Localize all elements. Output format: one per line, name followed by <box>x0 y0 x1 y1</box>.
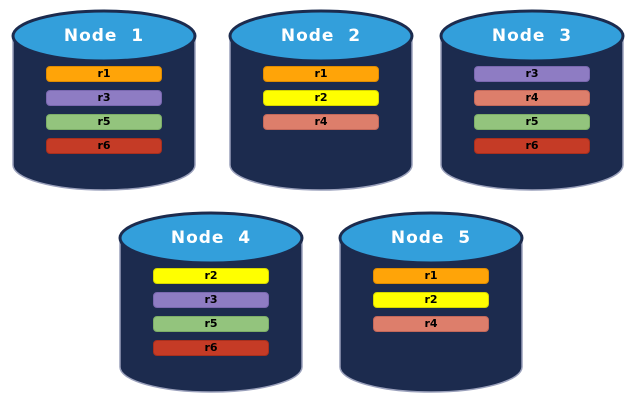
node-1: Node 1 r1 r3 r5 r6 <box>11 8 197 192</box>
replica-bar-r4: r4 <box>373 316 489 332</box>
replica-bar-r3: r3 <box>153 292 269 308</box>
replica-bar-r2: r2 <box>373 292 489 308</box>
cylinder-top-ellipse <box>228 9 414 63</box>
replica-bar-list: r1 r3 r5 r6 <box>46 66 162 162</box>
node-label: Node 4 <box>170 228 252 248</box>
node-3: Node 3 r3 r4 r5 r6 <box>439 8 625 192</box>
replica-bar-r4: r4 <box>474 90 590 106</box>
cylinder-top-ellipse <box>118 211 304 265</box>
node-4: Node 4 r2 r3 r5 r6 <box>118 210 304 394</box>
cylinder-top-ellipse <box>11 9 197 63</box>
replica-bar-list: r2 r3 r5 r6 <box>153 268 269 364</box>
replica-bar-r1: r1 <box>263 66 379 82</box>
cylinder-top-ellipse <box>439 9 625 63</box>
replica-bar-r5: r5 <box>153 316 269 332</box>
replica-bar-r2: r2 <box>153 268 269 284</box>
replica-bar-r3: r3 <box>474 66 590 82</box>
replica-bar-r5: r5 <box>474 114 590 130</box>
node-2: Node 2 r1 r2 r4 <box>228 8 414 192</box>
node-label: Node 2 <box>280 26 362 46</box>
cylinder-top-ellipse <box>338 211 524 265</box>
replica-bar-list: r1 r2 r4 <box>263 66 379 138</box>
node-label: Node 5 <box>390 228 472 248</box>
replica-bar-r6: r6 <box>46 138 162 154</box>
replica-bar-r1: r1 <box>373 268 489 284</box>
replica-bar-r6: r6 <box>474 138 590 154</box>
replica-bar-r1: r1 <box>46 66 162 82</box>
node-5: Node 5 r1 r2 r4 <box>338 210 524 394</box>
replica-bar-r5: r5 <box>46 114 162 130</box>
node-label: Node 1 <box>63 26 145 46</box>
node-label: Node 3 <box>491 26 573 46</box>
replica-bar-r6: r6 <box>153 340 269 356</box>
replica-bar-r2: r2 <box>263 90 379 106</box>
replica-bar-list: r1 r2 r4 <box>373 268 489 340</box>
replica-bar-list: r3 r4 r5 r6 <box>474 66 590 162</box>
replica-bar-r4: r4 <box>263 114 379 130</box>
replica-bar-r3: r3 <box>46 90 162 106</box>
